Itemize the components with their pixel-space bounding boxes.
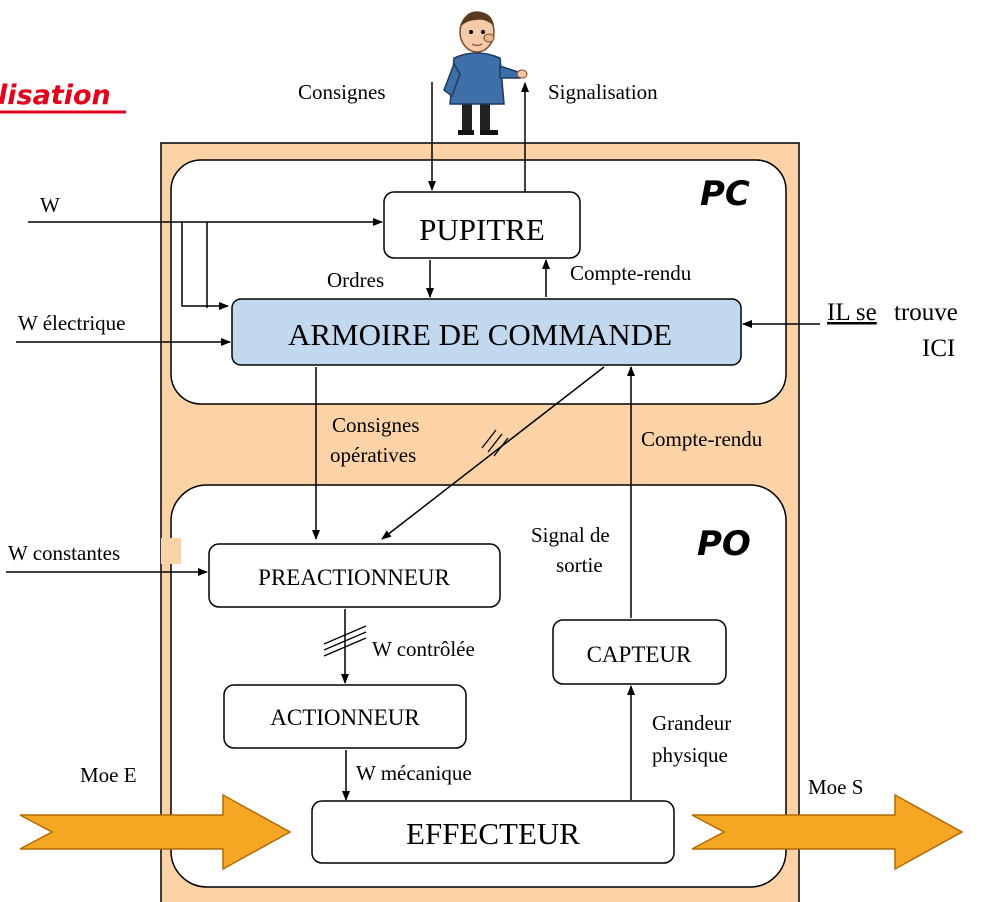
moe-s-arrow [691, 793, 964, 871]
grandeur-physique-label-2: physique [652, 743, 728, 767]
preactionneur-label: PREACTIONNEUR [258, 565, 450, 590]
signal-sortie-label-2: sortie [556, 553, 603, 577]
trouve-label: trouve [894, 299, 958, 326]
grandeur-physique-label-1: Grandeur [652, 711, 731, 735]
consignes-label: Consignes [298, 80, 386, 104]
w-constantes-label: W constantes [8, 541, 120, 565]
actionneur-block [223, 684, 467, 749]
po-zone-label: PO [697, 524, 751, 564]
w-mecanique-label: W mécanique [356, 761, 472, 785]
page-title-fragment: lisation [0, 80, 111, 111]
compte-rendu-right-bg [640, 426, 792, 452]
capteur-block [552, 619, 727, 685]
effecteur-label: EFFECTEUR [406, 816, 580, 851]
compte-rendu-right-label: Compte-rendu [641, 427, 763, 451]
moe-s-label: Moe S [808, 775, 863, 799]
signalisation-label: Signalisation [548, 80, 658, 104]
preactionneur-block [208, 543, 501, 608]
consignes-operatives-label-1: Consignes [332, 413, 420, 437]
pc-zone-label: PC [700, 174, 750, 214]
compte-rendu-top-label: Compte-rendu [570, 261, 692, 285]
w-controlee-label: W contrôlée [372, 637, 475, 661]
actionneur-label: ACTIONNEUR [270, 705, 420, 730]
control-bus-arrow [381, 366, 605, 540]
capteur-label: CAPTEUR [587, 642, 692, 667]
w-constantes-bg [161, 538, 181, 564]
il-se-label: IL se [827, 299, 877, 326]
moe-e-arrow [19, 793, 292, 871]
w-label: W [40, 193, 60, 217]
effecteur-block [311, 800, 675, 864]
signal-sortie-label-1: Signal de [531, 523, 610, 547]
w-controlee-hash-mark [323, 625, 367, 657]
pupitre-label: PUPITRE [419, 212, 545, 247]
ordres-label: Ordres [327, 268, 384, 292]
pupitre-block [383, 191, 581, 259]
moe-e-label: Moe E [80, 763, 137, 787]
armoire-block [231, 298, 742, 366]
bus-hash-mark [481, 429, 509, 457]
operator-icon [443, 11, 528, 135]
armoire-label: ARMOIRE DE COMMANDE [288, 317, 672, 352]
w-branch-1 [181, 222, 229, 310]
consignes-operatives-label-2: opératives [330, 443, 416, 467]
ici-label: ICI [922, 335, 955, 362]
w-electrique-label: W électrique [18, 311, 125, 335]
